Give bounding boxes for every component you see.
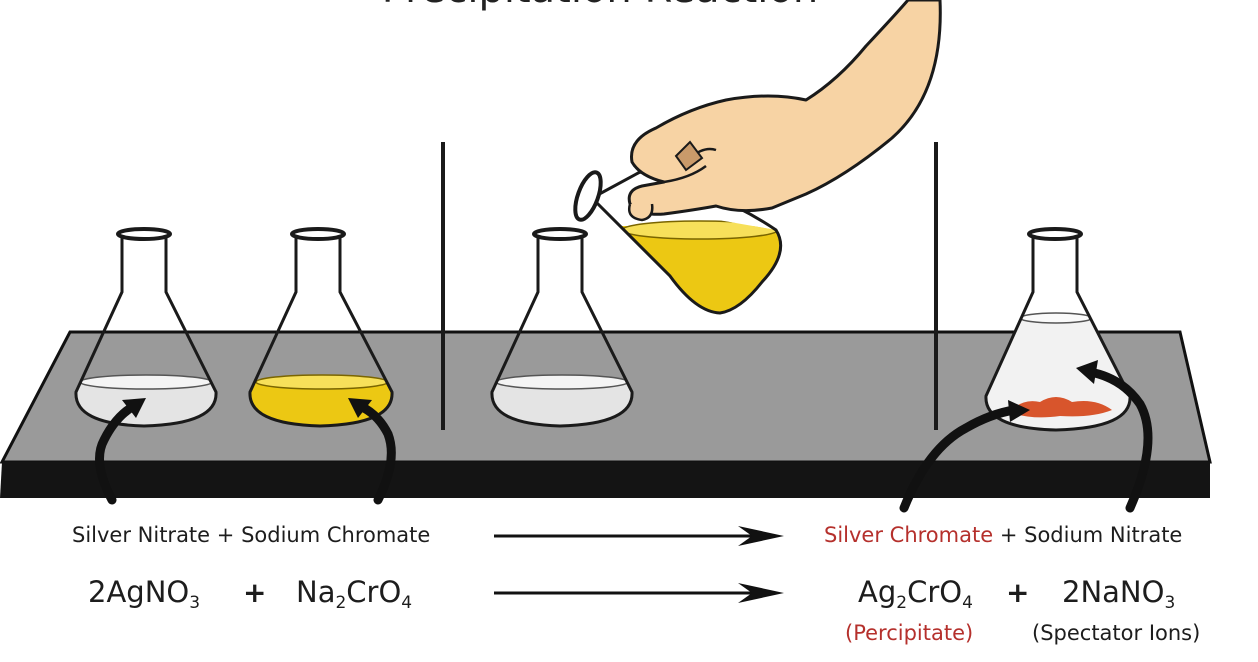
precipitate-solid [1010, 397, 1112, 418]
arrow-to-precipitate [899, 405, 1019, 513]
precipitate-note: (Percipitate) [845, 621, 974, 645]
bench-front-edge [0, 462, 1210, 498]
arrow-to-silver-nitrate [95, 401, 139, 505]
product-1-name: Silver Chromate [824, 523, 994, 547]
word-equation-reactants: Silver Nitrate + Sodium Chromate [72, 523, 430, 547]
formula-plus-sign: + [1006, 576, 1030, 609]
formula-reactant-2: Na2CrO4 [296, 575, 413, 613]
flask-silver-nitrate [74, 227, 218, 428]
diagram-title: Precipitation Reaction [0, 0, 1200, 12]
arrow-to-sodium-nitrate [1085, 367, 1153, 513]
product-2-name: Sodium Nitrate [1024, 523, 1183, 547]
reactant-2-name: Sodium Chromate [241, 523, 431, 547]
reaction-arrows [494, 526, 784, 603]
formula-product-1: Ag2CrO4 [858, 575, 973, 613]
spectator-ions-note: (Spectator Ions) [1032, 621, 1201, 645]
pointer-arrowheads [122, 360, 1098, 422]
plus-sign: + [999, 523, 1018, 547]
formula-reactant-1: 2AgNO3 [88, 575, 201, 613]
formula-plus-sign: + [243, 576, 267, 609]
formula-product-2: 2NaNO3 [1062, 575, 1176, 613]
word-equation-products: Silver Chromate + Sodium Nitrate [824, 523, 1182, 547]
hand-illustration [627, 0, 942, 222]
pointer-arrows [95, 367, 1153, 513]
arrow-to-sodium-chromate [355, 401, 396, 505]
flask-receiving [490, 227, 634, 428]
reactant-1-name: Silver Nitrate [72, 523, 211, 547]
plus-sign: + [216, 523, 235, 547]
